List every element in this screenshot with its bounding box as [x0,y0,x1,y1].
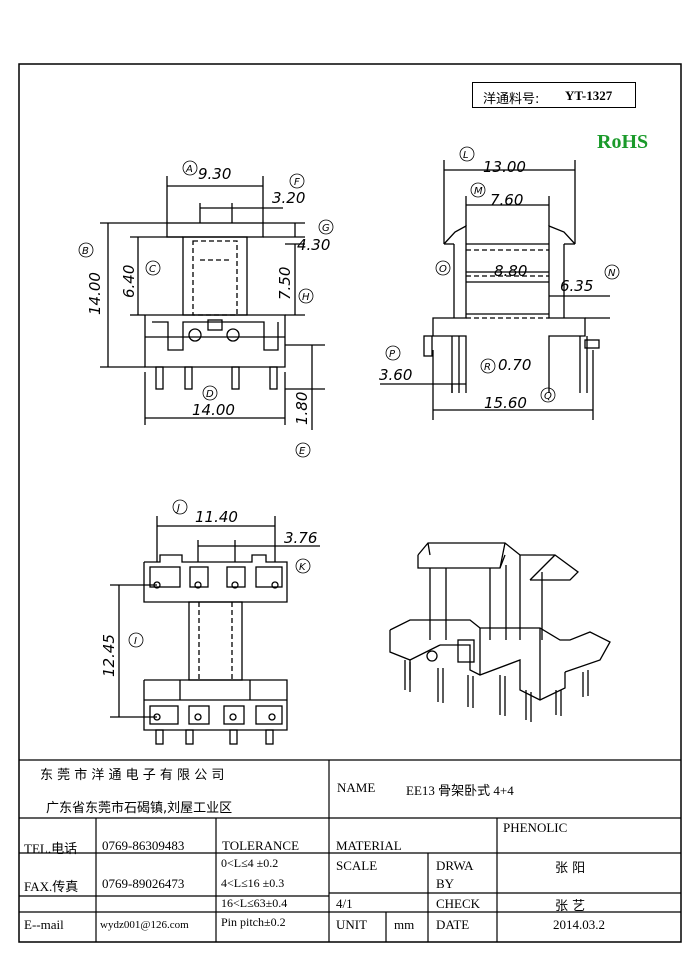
svg-text:L: L [463,150,469,161]
dim-label: 3.20 [272,189,305,207]
svg-text:Q: Q [544,391,552,402]
tolerance-row-4: Pin pitch±0.2 [221,915,286,929]
front-top-flange [166,222,264,238]
dim-label: 13.00 [483,158,526,176]
tel-label: TEL.电话 [24,841,78,856]
tolerance-row-2: 4<L≤16 ±0.3 [221,876,285,890]
check-value: 张 艺 [555,899,586,914]
part-number-value: YT-1327 [565,88,613,103]
svg-text:B: B [82,246,89,257]
fax-label: FAX.传真 [24,879,79,894]
dim-label: 14.00 [192,401,235,419]
name-value: EE13 骨架卧式 4+4 [406,783,514,798]
svg-text:D: D [206,389,214,400]
material-label: MATERIAL [336,838,402,853]
dim-label: 11.40 [195,508,238,526]
dim-label: 4.30 [297,236,330,254]
date-value: 2014.03.2 [553,917,605,932]
scale-value: 4/1 [336,896,353,911]
dim-label: 12.45 [100,634,118,677]
drawn-by-value: 张 阳 [555,861,586,876]
svg-text:H: H [302,292,310,303]
unit-value: mm [394,917,415,932]
email-label: E--mail [24,917,64,932]
part-number-label: 洋通料号: [483,92,540,107]
drawn-label-1: DRWA [436,858,474,873]
svg-text:C: C [149,264,156,275]
svg-text:F: F [294,177,300,188]
svg-text:M: M [474,186,483,197]
tolerance-row-1: 0<L≤4 ±0.2 [221,856,279,870]
company-address: 广东省东莞市石碣镇,刘屋工业区 [46,801,233,816]
bottom-view [110,516,320,745]
svg-text:K: K [299,562,307,573]
check-label: CHECK [436,896,481,911]
dim-label: 14.00 [86,272,104,315]
svg-text:O: O [439,264,447,275]
side-view-labels: 13.00 7.60 8.80 6.35 3.60 0.70 15.60 L M… [379,146,620,412]
dim-label: 3.76 [284,529,317,547]
email-value: wydz001@126.com [100,919,189,931]
dim-label: 1.80 [293,392,311,425]
isometric-view [389,542,611,722]
front-view-labels: 9.30 3.20 4.30 14.00 6.40 7.50 14.00 1.8… [78,160,334,458]
date-label: DATE [436,917,470,932]
tolerance-row-3: 16<L≤63±0.4 [221,896,288,910]
svg-text:E: E [299,446,306,457]
dim-label: 7.50 [276,267,294,300]
tel-value: 0769-86309483 [102,838,185,853]
sheet-frame [18,63,682,943]
unit-label: UNIT [336,917,368,932]
svg-text:P: P [389,349,396,360]
company-name: 东 莞 市 洋 通 电 子 有 限 公 司 [40,768,225,783]
rohs-mark: RoHS [597,131,649,153]
tolerance-label: TOLERANCE [222,838,300,853]
dim-label: 0.70 [498,356,531,374]
drawn-label-2: BY [436,876,455,891]
dim-label: 6.35 [560,277,593,295]
svg-text:A: A [185,164,193,175]
dim-label: 3.60 [379,366,412,384]
title-block-grid [19,759,681,942]
part-number-box: 洋通料号: YT-1327 [472,82,636,108]
svg-text:R: R [484,362,491,373]
dim-label: 9.30 [198,165,231,183]
material-value: PHENOLIC [503,820,568,835]
front-view [100,176,325,430]
name-label: NAME [337,780,376,795]
svg-text:J: J [175,503,180,514]
fax-value: 0769-89026473 [102,876,185,891]
dim-label: 15.60 [484,394,527,412]
dim-label: 7.60 [490,191,523,209]
svg-text:N: N [608,268,616,279]
dim-label: 6.40 [120,265,138,298]
scale-label: SCALE [336,858,378,873]
dim-label: 8.80 [494,262,527,280]
svg-text:I: I [134,636,137,647]
side-view [380,160,610,420]
svg-text:G: G [322,223,330,234]
bottom-view-labels: 11.40 3.76 12.45 J K I [100,499,317,677]
